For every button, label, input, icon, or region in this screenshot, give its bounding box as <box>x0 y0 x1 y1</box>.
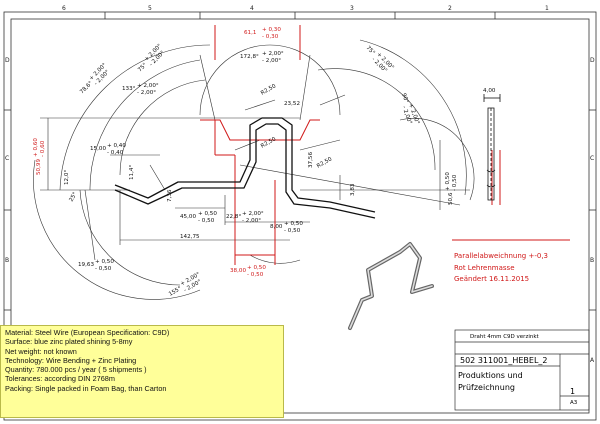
revision-note-line-3: Geändert 16.11.2015 <box>454 275 529 283</box>
spec-surface: Surface: blue zinc plated shining 5-8my <box>5 337 133 347</box>
dim-50-99-tol-lower: - 0,60 <box>40 140 46 157</box>
dim-50-6-tol-upper: + 0,50 <box>445 172 451 191</box>
title-block <box>454 329 590 411</box>
dim-38-tol-lower: - 0,50 <box>247 272 264 278</box>
dim-172-tol-upper: + 2,00° <box>262 51 284 57</box>
dim-38-tol-upper: + 0,50 <box>247 265 266 271</box>
dim-19-tol-lower: - 0,50 <box>95 266 112 272</box>
spec-net-weight: Net weight: not known <box>5 346 77 356</box>
dim-15-tol-lower: - 0,40 <box>107 150 124 156</box>
frame-number-6: 6 <box>62 5 66 12</box>
title-block-part-number: 502 311001_HEBEL_2 <box>460 356 548 365</box>
dim-7: 7,36 <box>167 189 173 202</box>
frame-letter-c-right: C <box>590 155 594 162</box>
frame-letter-b: B <box>5 257 9 264</box>
dim-19-value: 19,63 <box>78 262 94 268</box>
dim-8-value: 8,00 <box>270 224 283 230</box>
dim-4: 4,00 <box>483 88 496 94</box>
spec-technology: Technology: Wire Bending + Zinc Plating <box>5 355 137 365</box>
iso-wire-highlight <box>349 243 433 329</box>
revision-note-line-2: Rot Lehrenmasse <box>454 264 515 272</box>
dim-23: 23,52 <box>284 101 300 107</box>
dim-37: 37,56 <box>308 152 314 168</box>
dim-75-left-value: 75° <box>137 62 148 73</box>
spec-quantity: Quantity: 780.000 pcs / year ( 5 shipmen… <box>5 365 147 375</box>
dim-3: 3,83 <box>350 183 356 196</box>
frame-number-5: 5 <box>148 5 152 12</box>
dim-45-tol-upper: + 0,50 <box>198 211 217 217</box>
dim-133-tol-upper: + 2,00° <box>137 83 159 89</box>
dim-12: 12,0° <box>64 170 70 185</box>
dim-155-value: 155° <box>168 286 183 298</box>
title-block-title-line-1: Produktions und <box>458 371 523 380</box>
dim-r-right: R2,50 <box>316 156 334 170</box>
wire-profile <box>114 117 376 219</box>
spec-tolerances: Tolerances: according DIN 2768m <box>5 374 115 384</box>
dim-15-tol-upper: + 0,40 <box>107 143 126 149</box>
dim-90-value: 90° <box>400 93 409 105</box>
frame-number-1: 1 <box>545 5 549 12</box>
frame-letter-b-right: B <box>590 257 594 264</box>
dim-61-tol-upper: + 0,30 <box>262 27 281 33</box>
spec-packing: Packing: Single packed in Foam Bag, than… <box>5 383 167 393</box>
dimension-labels: 61,1 + 0,30 - 0,30 172,8° + 2,00° - 2,00… <box>33 27 496 298</box>
dim-133-value: 133° <box>122 86 136 92</box>
dim-19-tol-upper: + 0,50 <box>95 259 114 265</box>
dim-172-value: 172,8° <box>240 54 259 60</box>
title-block-format: A3 <box>570 400 578 406</box>
revision-note: Parallelabweichnung +-0,3 Rot Lehrenmass… <box>454 252 548 283</box>
frame-number-3: 3 <box>350 5 354 12</box>
frame-number-4: 4 <box>250 5 254 12</box>
specifications-panel: Material: Steel Wire (European Specifica… <box>0 325 284 418</box>
dim-133-tol-lower: - 2,00° <box>137 90 156 96</box>
title-block-title-line-2: Prüfzeichnung <box>458 383 515 392</box>
dim-8-tol-lower: - 0,50 <box>284 228 301 234</box>
side-view <box>483 94 501 201</box>
frame-letter-d-right: D <box>590 57 595 64</box>
dim-50-6-tol-lower: - 0,50 <box>452 174 458 191</box>
dim-45-value: 45,00 <box>180 214 196 220</box>
dim-15-value: 15,00 <box>90 146 106 152</box>
dim-22-tol-lower: - 2,00° <box>242 218 261 224</box>
dim-45-tol-lower: - 0,50 <box>198 218 215 224</box>
title-block-sheet: 1 <box>570 387 575 396</box>
dim-8-tol-upper: + 0,50 <box>284 221 303 227</box>
frame-letter-a-right: A <box>590 357 595 364</box>
dim-r-top: R2,50 <box>260 83 278 97</box>
spec-material: Material: Steel Wire (European Specifica… <box>5 328 170 337</box>
dim-172-tol-lower: - 2,00° <box>262 58 281 64</box>
dim-75-right-value: 75° <box>365 45 376 56</box>
dim-50-99-tol-upper: + 0,60 <box>33 138 39 157</box>
dim-25: 25° <box>69 191 79 203</box>
dim-22-tol-upper: + 2,00° <box>242 211 264 217</box>
revision-note-line-1: Parallelabweichnung +-0,3 <box>454 252 548 260</box>
frame-letter-d: D <box>5 57 10 64</box>
frame-number-2: 2 <box>448 5 452 12</box>
dim-50-6-value: 50,6 <box>448 192 454 205</box>
dim-11: 11,4° <box>129 165 135 180</box>
dim-22-value: 22,8° <box>226 214 241 220</box>
dim-61-value: 61,1 <box>244 30 257 36</box>
title-block-material: Draht 4mm C9D verzinkt <box>470 334 540 340</box>
gauge-lines <box>200 25 570 265</box>
dim-142: 142,75 <box>180 234 200 240</box>
drawing-frame <box>3 11 597 421</box>
dim-61-tol-lower: - 0,30 <box>262 34 279 40</box>
dim-r-mid: R2,50 <box>260 136 278 150</box>
frame-letter-c: C <box>5 155 9 162</box>
dim-50-99-value: 50,99 <box>36 159 42 175</box>
dim-38-value: 38,00 <box>230 268 246 274</box>
